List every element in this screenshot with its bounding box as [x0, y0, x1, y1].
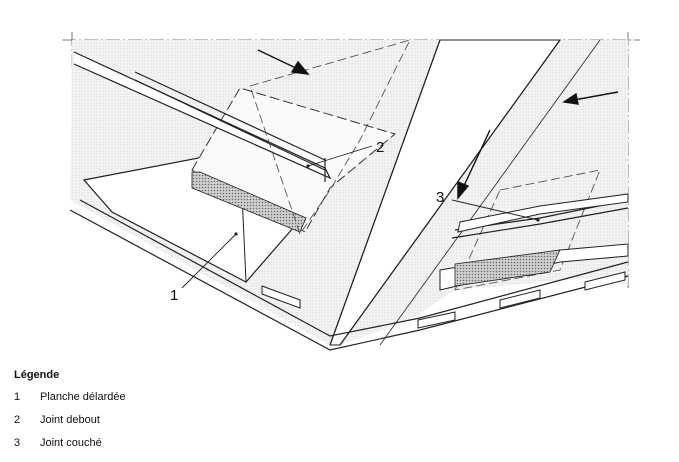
right-sheet-outline	[454, 169, 601, 291]
arrow-icon	[257, 49, 310, 75]
lap-joint-fold-lower	[451, 207, 629, 239]
callout-2: 2	[376, 139, 384, 156]
leader-line-1	[181, 233, 237, 289]
left-sheet-outline	[249, 39, 411, 235]
valley-line-inner	[379, 39, 601, 346]
legend-item-text: Joint couché	[40, 437, 102, 449]
right-roof-slope	[340, 40, 628, 345]
valley-line-left	[329, 39, 441, 346]
leader-dot-1	[234, 232, 238, 236]
legend-item: 3 Joint couché	[14, 436, 314, 459]
legend-item: 2 Joint debout	[14, 413, 314, 436]
standing-seam-rail-bottom	[134, 79, 326, 171]
leader-dot-2	[306, 164, 310, 168]
arrow-icon	[562, 91, 619, 105]
legend-title: Légende	[14, 369, 60, 381]
eave-edge-upper	[79, 199, 629, 337]
lap-joint-plate	[457, 193, 629, 233]
roof-valley-drawing: 1 2 3	[62, 32, 640, 351]
seam-hatched-strip	[191, 171, 307, 233]
leader-line-2	[307, 145, 373, 167]
legend-item-number: 2	[14, 414, 21, 426]
callout-3: 3	[436, 189, 444, 206]
legend-item-number: 1	[14, 391, 21, 403]
leader-dot-3	[536, 218, 540, 222]
arrow-icon	[457, 129, 491, 200]
legend-item-number: 3	[14, 437, 21, 449]
lap-hatched-strip	[454, 249, 561, 287]
legend-item-text: Planche délardée	[40, 391, 126, 403]
legend-item-text: Joint debout	[40, 414, 100, 426]
leader-line-3	[451, 199, 539, 221]
legend-item: 1 Planche délardée	[14, 390, 314, 413]
standing-seam-rail-top	[134, 71, 326, 161]
valley-line-right	[339, 39, 561, 346]
callout-1: 1	[170, 287, 178, 304]
eave-edge-lower	[69, 209, 629, 351]
